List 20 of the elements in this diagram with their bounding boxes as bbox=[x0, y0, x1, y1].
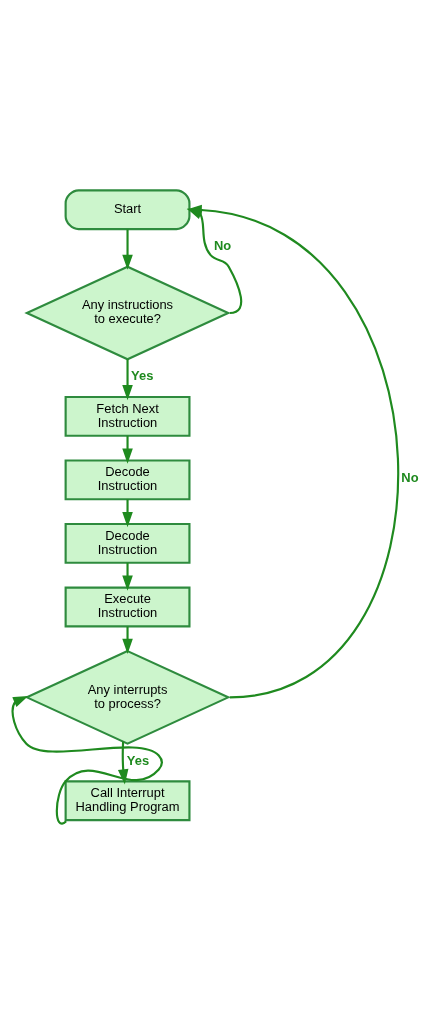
arrow bbox=[122, 499, 133, 528]
edge-label: Yes bbox=[131, 368, 154, 384]
node-box: Decode Instruction bbox=[64, 522, 191, 564]
arrow bbox=[122, 229, 133, 270]
node-box: Decode Instruction bbox=[64, 459, 191, 501]
arrow bbox=[122, 562, 133, 591]
edge-label: No bbox=[214, 238, 232, 254]
node-box: Start bbox=[64, 189, 191, 231]
node-diamond: Any interrupts to process? bbox=[24, 649, 231, 745]
arrow bbox=[117, 741, 129, 785]
arrow bbox=[122, 626, 133, 654]
arrow bbox=[11, 696, 163, 825]
arrow bbox=[122, 435, 133, 464]
edge-label: No bbox=[401, 470, 419, 486]
node-box: Fetch Next Instruction bbox=[64, 395, 191, 437]
node-box: Execute Instruction bbox=[64, 586, 191, 628]
node-box: Call Interrupt Handling Program bbox=[64, 780, 191, 822]
node-diamond: Any instructions to execute? bbox=[24, 265, 231, 361]
arrow bbox=[122, 359, 133, 401]
edge-label: Yes bbox=[126, 752, 150, 768]
